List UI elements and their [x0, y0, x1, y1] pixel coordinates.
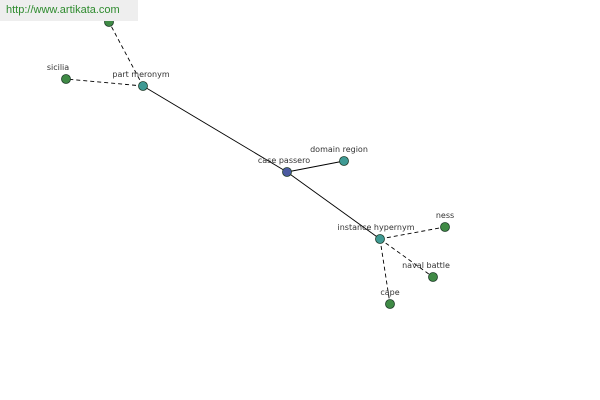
node-label-instance-hypernym: instance hypernym — [338, 223, 415, 232]
edge-case-passero-to-part-meronym — [142, 85, 288, 173]
nodes-layer — [61, 17, 450, 309]
node-label-ness: ness — [436, 211, 454, 220]
labels-layer: case passero part meronym domain region ins… — [47, 63, 454, 297]
node-label-case-passero: case passero — [258, 156, 310, 165]
node-instance-hypernym[interactable] — [375, 234, 385, 244]
edge-case-passero-to-domain-region — [286, 160, 345, 173]
node-sicilia[interactable] — [61, 74, 71, 84]
node-case-passero[interactable] — [282, 167, 292, 177]
edge-part-meronym-to-sicilia — [65, 78, 144, 87]
edges-layer — [65, 21, 446, 305]
node-ness[interactable] — [440, 222, 450, 232]
watermark-link[interactable]: http://www.artikata.com — [0, 0, 138, 21]
node-label-cape: cape — [380, 288, 399, 297]
node-cape[interactable] — [385, 299, 395, 309]
node-label-part-meronym: part meronym — [112, 70, 169, 79]
edge-instance-hypernym-to-naval-battle — [379, 238, 434, 278]
edge-case-passero-to-instance-hypernym — [286, 171, 381, 240]
edge-part-meronym-to-top-leaf — [108, 21, 144, 87]
node-label-naval-battle: naval battle — [402, 261, 450, 270]
node-naval-battle[interactable] — [428, 272, 438, 282]
edge-instance-hypernym-to-cape — [379, 238, 391, 305]
node-label-sicilia: sicilia — [47, 63, 69, 72]
node-domain-region[interactable] — [339, 156, 349, 166]
node-part-meronym[interactable] — [138, 81, 148, 91]
node-label-domain-region: domain region — [310, 145, 368, 154]
